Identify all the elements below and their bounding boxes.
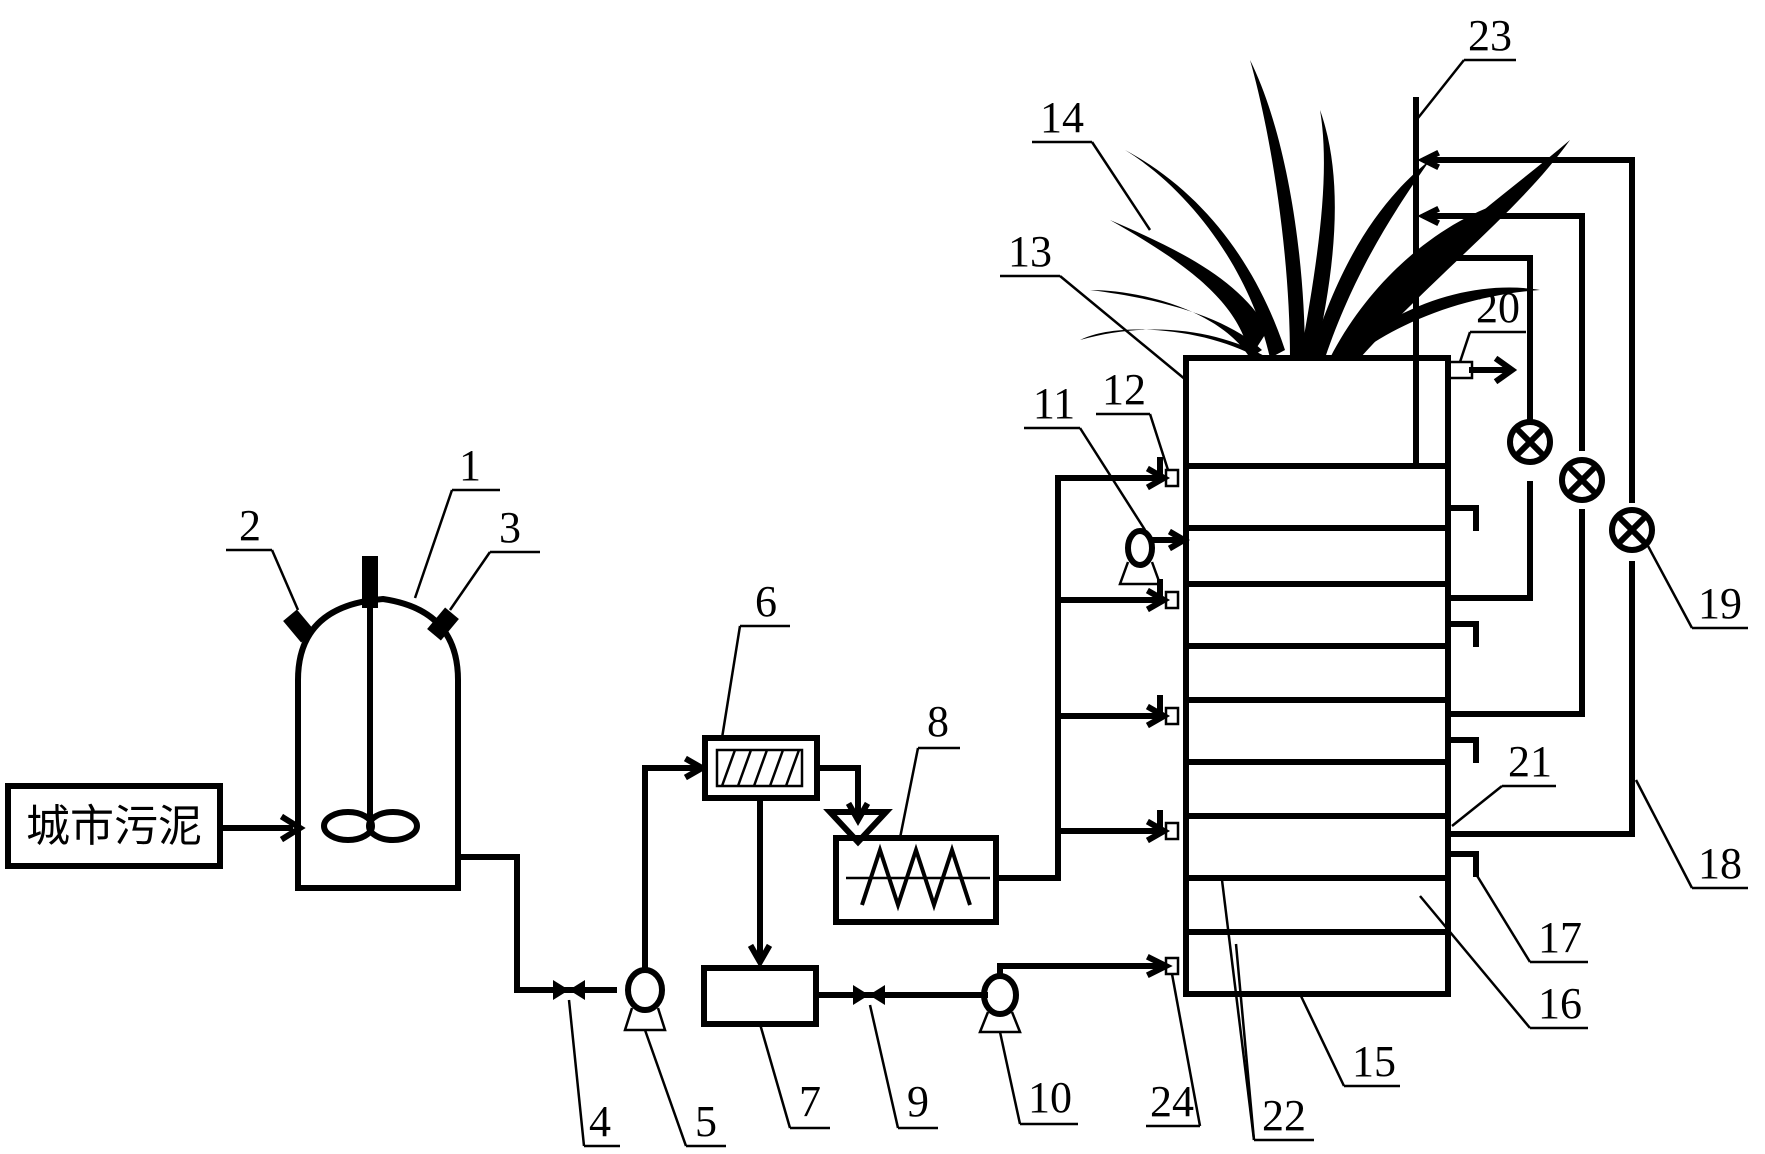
svg-text:3: 3 (499, 503, 521, 552)
svg-text:19: 19 (1698, 579, 1742, 628)
pump-5 (623, 967, 667, 1032)
svg-text:20: 20 (1476, 283, 1520, 332)
svg-text:8: 8 (927, 697, 949, 746)
flowmeters (1507, 419, 1655, 553)
svg-text:12: 12 (1102, 365, 1146, 414)
feed-arrow (217, 813, 306, 843)
liquid-tank (701, 965, 819, 1027)
pipe-reactor-to-pump (455, 854, 617, 993)
svg-text:7: 7 (799, 1077, 821, 1126)
svg-text:4: 4 (589, 1097, 611, 1146)
callout-label-22: 22 (1220, 879, 1314, 1142)
svg-text:5: 5 (695, 1097, 717, 1146)
callout-label-21: 21 (1451, 737, 1556, 827)
callout-label-18: 18 (1634, 779, 1748, 890)
callout-label-3: 3 (448, 503, 540, 611)
svg-text:13: 13 (1008, 227, 1052, 276)
bioreactor-column (1183, 355, 1451, 997)
callout-label-23: 23 (1417, 11, 1516, 119)
callout-label-14: 14 (1032, 93, 1152, 231)
screw-conveyor (823, 809, 999, 925)
svg-text:15: 15 (1352, 1037, 1396, 1086)
callout-label-10: 10 (998, 1031, 1078, 1126)
callout-label-16: 16 (1419, 895, 1588, 1030)
callout-label-19: 19 (1646, 545, 1748, 630)
recirculation-lines (1417, 149, 1635, 837)
svg-text:9: 9 (907, 1077, 929, 1126)
valve-9 (853, 985, 885, 1005)
svg-text:10: 10 (1028, 1073, 1072, 1122)
callout-label-2: 2 (226, 501, 300, 611)
svg-text:18: 18 (1698, 839, 1742, 888)
screw-separator (702, 735, 820, 801)
pipe-pump-to-separator (642, 755, 709, 973)
reactor-tank (283, 556, 461, 891)
svg-text:1: 1 (459, 441, 481, 490)
callout-label-7: 7 (758, 1023, 830, 1130)
source-sludge-box: 城市污泥 (5, 783, 223, 869)
svg-text:17: 17 (1538, 913, 1582, 962)
pipe-separator-to-tank (747, 795, 773, 969)
pipe-pump10-to-inlet (997, 953, 1173, 979)
svg-text:21: 21 (1508, 737, 1552, 786)
svg-text:16: 16 (1538, 979, 1582, 1028)
source-sludge-label: 城市污泥 (26, 801, 202, 852)
svg-text:23: 23 (1468, 11, 1512, 60)
callout-label-13: 13 (1000, 227, 1187, 381)
svg-text:22: 22 (1262, 1091, 1306, 1140)
callout-label-15: 15 (1298, 993, 1400, 1088)
plant (1080, 60, 1570, 358)
callout-label-17: 17 (1474, 873, 1588, 964)
inlet-nozzles (1157, 457, 1180, 976)
svg-text:11: 11 (1033, 379, 1075, 428)
callout-label-6: 6 (720, 577, 790, 739)
valve-4 (553, 980, 585, 1000)
aerator-11 (1118, 528, 1190, 586)
svg-text:2: 2 (239, 501, 261, 550)
outlet-20 (1446, 355, 1518, 385)
outlet-taps (1445, 505, 1479, 877)
callout-label-1: 1 (413, 441, 500, 599)
callout-label-20: 20 (1458, 283, 1526, 363)
callout-label-5: 5 (643, 1029, 726, 1148)
callout-label-24: 24 (1146, 973, 1202, 1128)
callout-label-9: 9 (868, 1004, 938, 1130)
pipe-conveyor-to-manifold (993, 475, 1061, 881)
callout-label-12: 12 (1096, 365, 1170, 471)
manifold-branches (1055, 465, 1171, 844)
callout-label-8: 8 (898, 697, 960, 839)
svg-text:6: 6 (755, 577, 777, 626)
callout-label-4: 4 (567, 999, 620, 1148)
svg-text:24: 24 (1150, 1077, 1194, 1126)
svg-text:14: 14 (1040, 93, 1084, 142)
pump-10 (978, 973, 1022, 1034)
callout-label-11: 11 (1024, 379, 1147, 531)
